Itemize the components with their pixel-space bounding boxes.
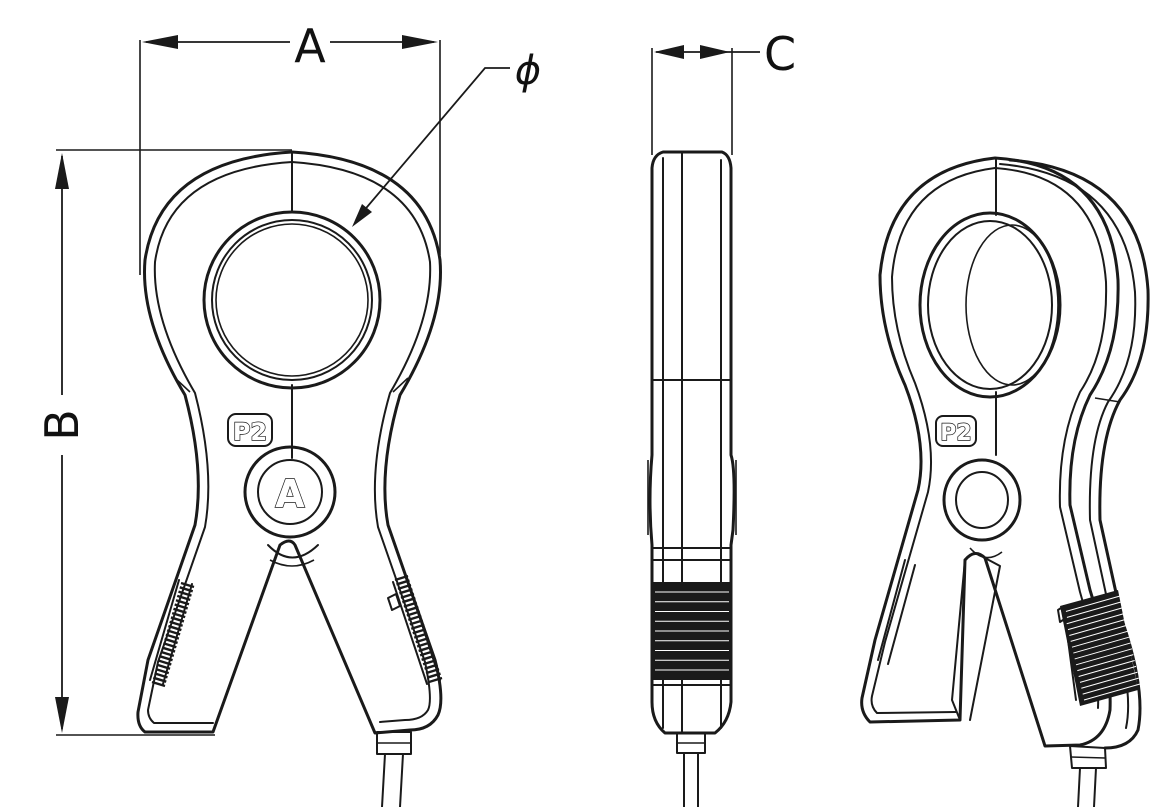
front-p2-text: P2	[233, 418, 267, 446]
grip-ridge	[412, 628, 427, 635]
grip-ridge	[161, 646, 176, 653]
persp-button[interactable]	[942, 458, 1022, 542]
grip-ridge	[419, 650, 434, 657]
grip-ridge	[159, 655, 173, 662]
grip-ridge	[169, 620, 184, 627]
diameter-label: ϕ	[515, 48, 541, 94]
grip-ridge	[416, 641, 431, 648]
grip-ridge	[174, 603, 189, 610]
grip-ridge	[407, 614, 422, 622]
front-right-grip	[392, 574, 443, 685]
grip-ridge	[1079, 665, 1137, 683]
grip-ridge	[1075, 648, 1133, 666]
persp-cable	[1069, 745, 1107, 807]
diameter-leader: ϕ	[352, 48, 541, 227]
grip-ridge	[422, 659, 437, 666]
grip-ridge	[165, 633, 180, 640]
front-view: A B ϕ	[35, 19, 541, 807]
side-grip	[653, 582, 731, 680]
grip-ridge	[396, 579, 410, 586]
front-left-grip	[149, 579, 195, 688]
grip-ridge	[1063, 595, 1121, 613]
grip-ridge	[178, 590, 192, 597]
grip-ridge	[179, 586, 194, 593]
perspective-view: P2	[860, 156, 1150, 807]
grip-ridge	[1083, 683, 1141, 701]
grip-ridge	[404, 605, 419, 613]
dimension-c: C	[651, 27, 796, 155]
grip-ridge	[413, 632, 428, 639]
grip-ridge	[175, 599, 190, 606]
grip-ridge	[424, 663, 438, 670]
dimension-a: A	[139, 19, 441, 275]
grip-ridge	[1070, 624, 1127, 642]
grip-ridge	[160, 650, 175, 658]
grip-ridge	[406, 610, 421, 617]
grip-ridge	[418, 645, 433, 653]
grip-ridge	[397, 583, 412, 591]
grip-ridge	[427, 672, 441, 679]
grip-ridge	[425, 667, 440, 675]
grip-ridge	[1071, 630, 1129, 648]
grip-ridge	[156, 663, 171, 670]
grip-ridge	[1077, 654, 1134, 672]
grip-ridge	[410, 623, 425, 630]
side-cable	[676, 732, 706, 807]
grip-ridge	[154, 672, 168, 679]
front-a-button[interactable]: A	[243, 445, 337, 539]
grip-ridge	[176, 594, 191, 602]
grip-ridge	[400, 592, 415, 599]
front-cable	[376, 731, 412, 807]
grip-ridge	[164, 637, 178, 645]
dimension-b-label: B	[35, 409, 89, 441]
grip-ridge	[1082, 677, 1139, 695]
grip-ridge	[1073, 636, 1130, 654]
grip-ridge	[394, 574, 409, 582]
grip-ridge	[173, 607, 187, 614]
dimension-c-label: C	[764, 27, 796, 81]
dimension-a-label: A	[294, 19, 326, 73]
grip-ridge	[1069, 618, 1126, 636]
grip-ridge	[1065, 601, 1122, 619]
grip-ridge	[399, 588, 413, 595]
grip-ridge	[1074, 642, 1131, 660]
persp-p2-text: P2	[940, 421, 971, 446]
grip-ridge	[152, 676, 167, 683]
dimension-b: B	[35, 149, 292, 736]
front-p2-badge: P2	[227, 413, 273, 447]
grip-ridge	[171, 611, 186, 619]
grip-ridge	[415, 636, 430, 644]
grip-ridge	[1078, 660, 1135, 678]
front-a-button-text: A	[275, 472, 305, 516]
grip-ridge	[421, 654, 435, 661]
persp-p2-badge: P2	[935, 415, 977, 447]
grip-ridge	[151, 680, 166, 688]
grip-ridge	[162, 642, 177, 649]
grip-ridge	[403, 601, 418, 608]
side-view: C	[647, 27, 796, 807]
grip-ridge	[409, 619, 424, 626]
grip-ridge	[1067, 613, 1125, 631]
grip-ridge	[166, 629, 181, 636]
grip-ridge	[428, 676, 443, 684]
grip-ridge	[170, 616, 185, 623]
grip-ridge	[168, 624, 182, 632]
grip-ridge	[157, 659, 172, 666]
grip-ridge	[155, 667, 170, 675]
grip-ridge	[402, 597, 416, 604]
grip-ridge	[1081, 671, 1138, 689]
grip-ridge	[180, 581, 195, 589]
persp-right-grip	[1060, 590, 1141, 706]
grip-ridge	[1066, 607, 1123, 625]
